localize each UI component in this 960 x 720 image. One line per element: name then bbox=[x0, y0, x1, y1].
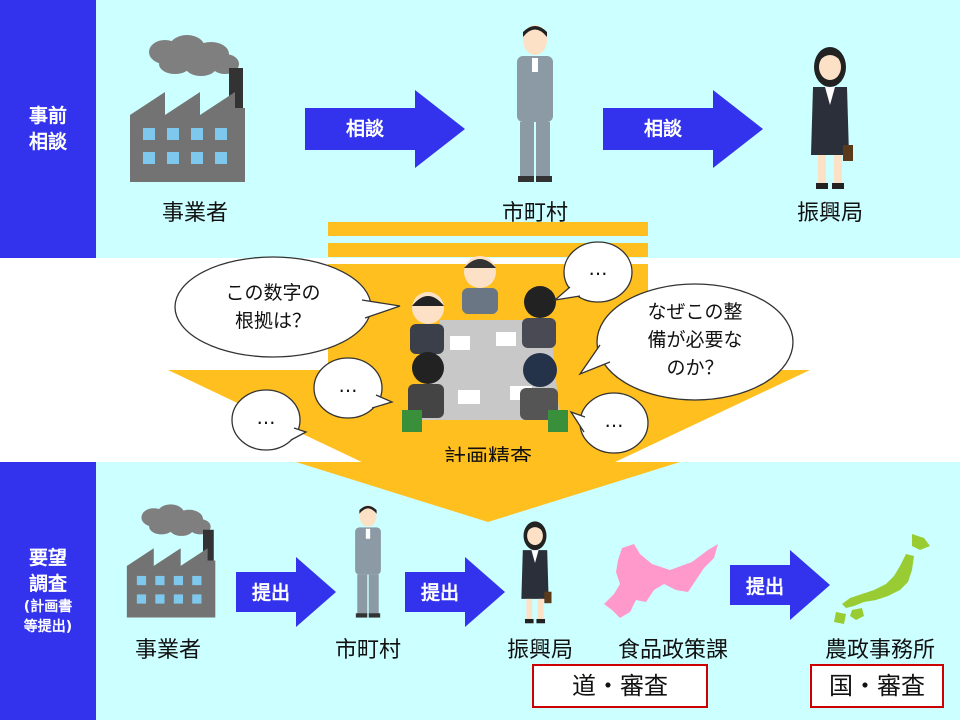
side-label-request-survey: 要望 調査 (計画書 等提出) bbox=[0, 462, 96, 720]
arrow-icon bbox=[305, 90, 465, 168]
actor-label: 食品政策課 bbox=[617, 638, 728, 663]
side-label-line-1: 事前 bbox=[28, 105, 67, 127]
bubble-line: 備が必要な bbox=[647, 329, 743, 351]
review-text: 道・審査 bbox=[572, 672, 668, 700]
actor-label: 事業者 bbox=[161, 201, 228, 226]
female-official-icon bbox=[521, 521, 552, 624]
factory-icon bbox=[130, 35, 245, 182]
female-official-icon bbox=[811, 47, 853, 189]
bubble-line: 根拠は？ bbox=[234, 310, 311, 332]
meeting-icon bbox=[402, 256, 568, 432]
side-label-prior-consultation: 事前 相談 bbox=[0, 0, 96, 258]
side-label-line-2: 相談 bbox=[28, 131, 67, 153]
actor-label: 振興局 bbox=[796, 201, 863, 226]
review-text: 国・審査 bbox=[829, 672, 925, 700]
bubble-ellipsis: … bbox=[604, 410, 624, 432]
arrow-icon bbox=[405, 557, 505, 627]
hokkaido-map-icon bbox=[604, 544, 718, 618]
actor-label: 事業者 bbox=[134, 638, 201, 663]
side-label-line-2: 調査 bbox=[28, 573, 67, 595]
arrow-label: 相談 bbox=[345, 118, 384, 140]
bubble-ellipsis: … bbox=[256, 407, 276, 429]
arrow-icon bbox=[236, 557, 336, 627]
bubble-ellipsis: … bbox=[588, 258, 608, 280]
male-official-icon bbox=[355, 505, 381, 618]
arrow-label: 相談 bbox=[643, 118, 682, 140]
bubble-question-right: なぜこの整 備が必要な のか？ bbox=[612, 298, 778, 382]
japan-map-icon bbox=[834, 534, 930, 624]
arrow-label: 提出 bbox=[420, 582, 459, 604]
bubble-question-left: この数字の 根拠は？ bbox=[190, 279, 356, 335]
factory-icon bbox=[126, 504, 216, 618]
arrow-label: 提出 bbox=[745, 576, 784, 598]
bubble-line: なぜこの整 bbox=[647, 301, 743, 323]
bubble-ellipsis: … bbox=[338, 375, 358, 397]
actor-label: 農政事務所 bbox=[824, 638, 935, 663]
bubble-line: のか？ bbox=[666, 357, 724, 379]
arrow-icon bbox=[730, 550, 830, 620]
actor-label: 振興局 bbox=[506, 638, 573, 663]
arrow-label: 提出 bbox=[251, 582, 290, 604]
side-label-line-1: 要望 bbox=[28, 547, 67, 569]
actor-label: 市町村 bbox=[501, 201, 568, 226]
male-official-icon bbox=[517, 25, 553, 182]
bubble-line: この数字の bbox=[225, 282, 321, 304]
actor-label: 市町村 bbox=[334, 638, 401, 663]
side-label-line-4: 等提出) bbox=[23, 619, 73, 635]
arrow-icon bbox=[603, 90, 763, 168]
review-box-prefecture: 道・審査 bbox=[532, 664, 708, 708]
side-label-line-3: (計画書 bbox=[23, 599, 73, 615]
review-box-national: 国・審査 bbox=[810, 664, 944, 708]
